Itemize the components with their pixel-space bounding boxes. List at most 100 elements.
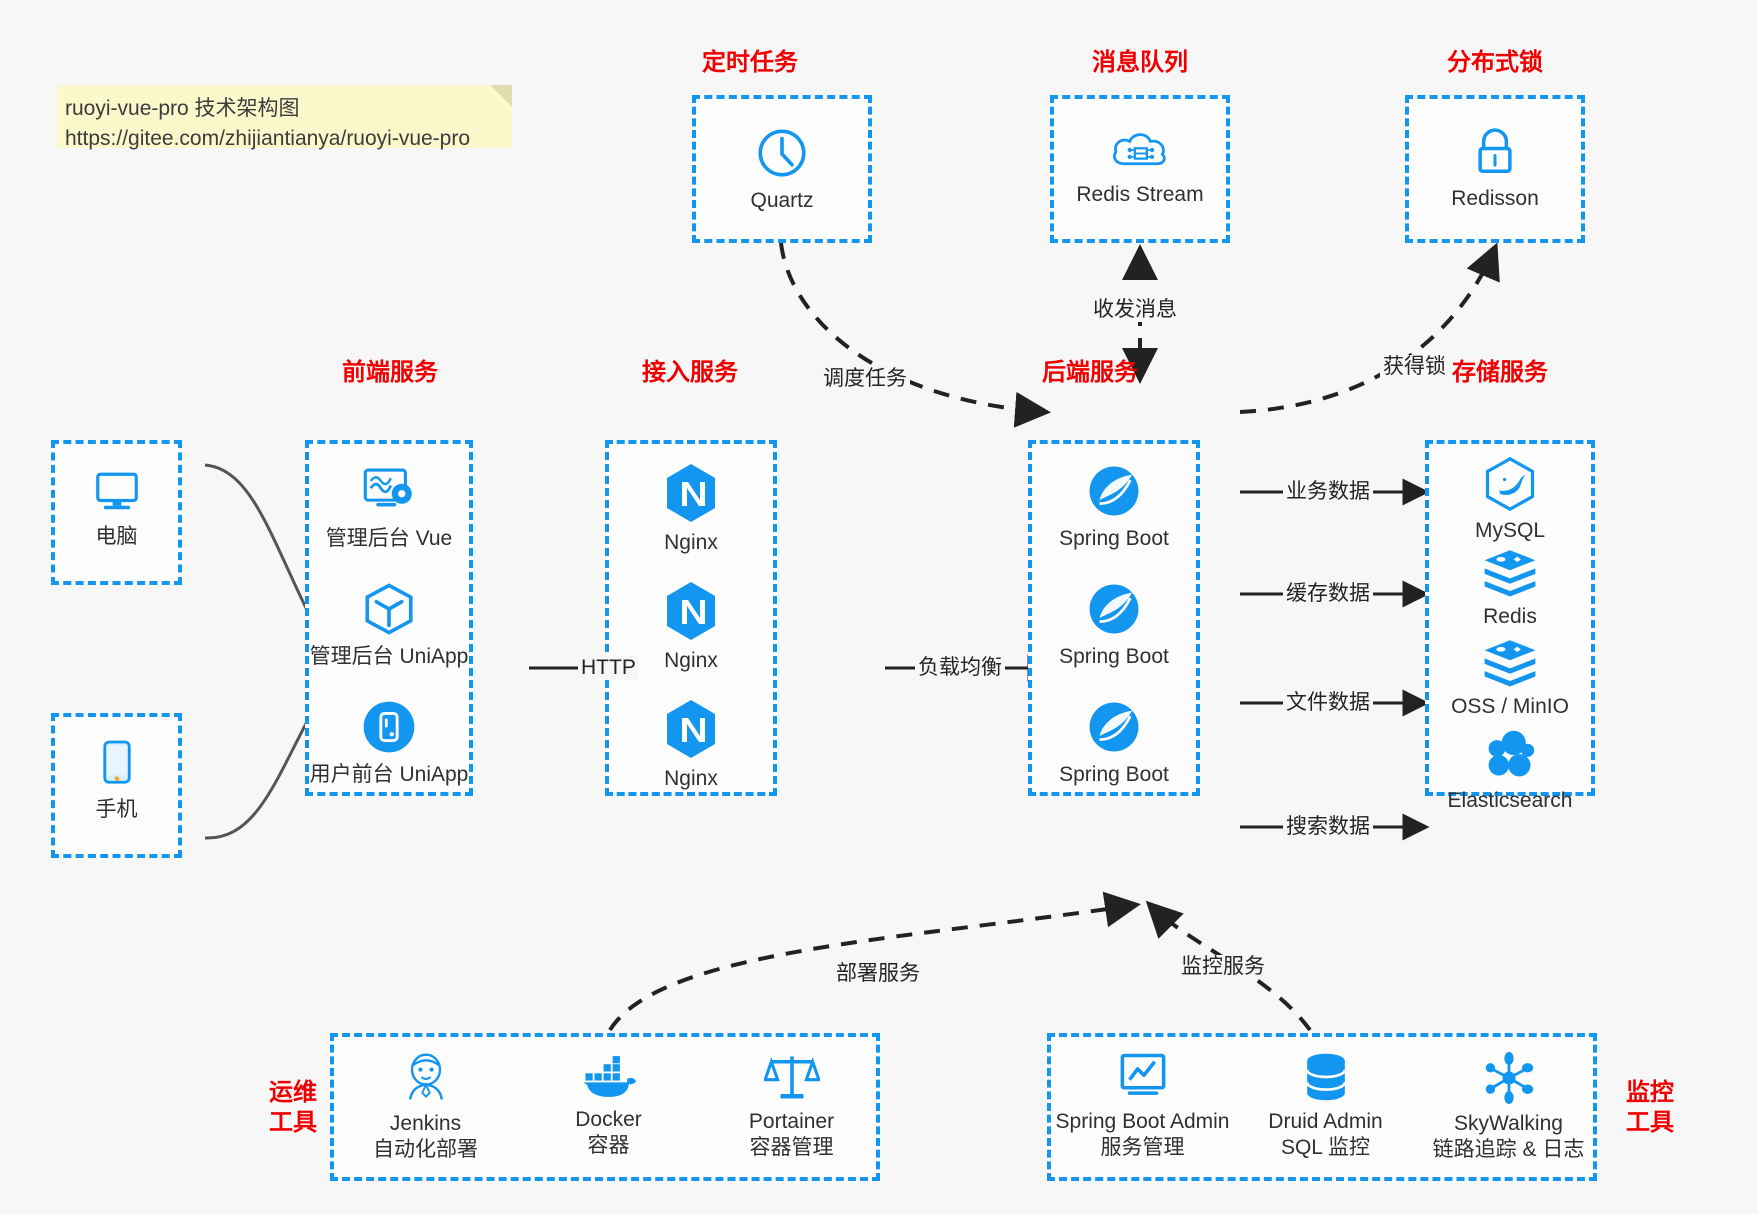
caption-scheduler: 定时任务 (702, 49, 798, 76)
node-nginx-3-label: Nginx (664, 767, 718, 790)
nginx-icon (667, 582, 715, 640)
mysql-dolphin-icon (1485, 456, 1535, 512)
node-druid-admin-sub: SQL 监控 (1280, 1136, 1371, 1159)
desktop-icon (95, 472, 138, 510)
node-jenkins-sub: 自动化部署 (373, 1138, 478, 1161)
group-mq: Redis Stream (1050, 95, 1230, 243)
node-portainer-label: Portainer (748, 1110, 835, 1133)
caption-mq: 消息队列 (1092, 49, 1188, 76)
note-line-2: https://gitee.com/zhijiantianya/ruoyi-vu… (65, 127, 471, 150)
lock-icon (1478, 128, 1512, 173)
node-user-uniapp[interactable]: 用户前台 UniApp (309, 698, 469, 788)
group-client-mobile: 手机 (51, 713, 182, 858)
nginx-icon (667, 464, 715, 522)
node-quartz[interactable]: Quartz (696, 124, 868, 214)
mobile-round-icon (363, 701, 415, 753)
elasticsearch-icon (1488, 730, 1535, 777)
node-jenkins[interactable]: Jenkins 自动化部署 (334, 1051, 517, 1163)
node-redis-stream-label: Redis Stream (1076, 183, 1204, 206)
node-redis[interactable]: Redis (1429, 546, 1591, 630)
edge-label-deploy-service: 部署服务 (833, 962, 923, 986)
node-springboot-1-label: Spring Boot (1059, 527, 1169, 550)
caption-monitor-line1: 监控 (1626, 1079, 1674, 1106)
edge-label-acquire-lock: 获得锁 (1380, 355, 1449, 379)
edge-label-cache-data: 缓存数据 (1283, 582, 1373, 606)
spring-leaf-icon (1089, 584, 1139, 634)
node-admin-vue-label: 管理后台 Vue (325, 527, 453, 550)
node-redis-stream[interactable]: Redis Stream (1054, 124, 1226, 208)
edge-label-monitor-service: 监控服务 (1178, 955, 1268, 979)
node-springboot-2-label: Spring Boot (1059, 645, 1169, 668)
node-nginx-1-label: Nginx (664, 531, 718, 554)
spring-leaf-icon (1089, 466, 1139, 516)
clock-icon (758, 129, 806, 177)
group-scheduler: Quartz (692, 95, 872, 243)
node-redisson-label: Redisson (1451, 187, 1539, 210)
node-redis-label: Redis (1483, 605, 1537, 628)
edge-label-business-data: 业务数据 (1283, 480, 1373, 504)
node-mysql-label: MySQL (1474, 519, 1545, 542)
node-spring-boot-admin-label: Spring Boot Admin (1055, 1110, 1230, 1133)
node-admin-uniapp[interactable]: 管理后台 UniApp (309, 580, 469, 670)
node-nginx-3[interactable]: Nginx (609, 698, 773, 792)
skywalking-icon (1485, 1051, 1533, 1105)
node-skywalking-label: SkyWalking (1454, 1112, 1563, 1135)
caption-backend: 后端服务 (1042, 359, 1138, 386)
node-docker-label: Docker (575, 1108, 642, 1131)
node-desktop-label: 电脑 (95, 525, 138, 548)
edge-label-file-data: 文件数据 (1283, 691, 1373, 715)
node-nginx-1[interactable]: Nginx (609, 462, 773, 556)
node-skywalking[interactable]: SkyWalking 链路追踪 & 日志 (1417, 1051, 1600, 1163)
monitor-chart-icon (1120, 1053, 1165, 1095)
node-mobile[interactable]: 手机 (55, 735, 178, 823)
edge-label-messaging: 收发消息 (1090, 298, 1180, 322)
node-admin-uniapp-label: 管理后台 UniApp (309, 645, 469, 668)
node-oss-minio[interactable]: OSS / MinIO (1429, 636, 1591, 720)
cloud-stream-icon (1113, 133, 1166, 166)
edge-label-http: HTTP (578, 656, 639, 680)
group-devops: Jenkins 自动化部署 Docker 容器 (330, 1033, 880, 1181)
note-dogear-icon (490, 85, 512, 107)
dashboard-gear-icon (363, 468, 412, 507)
caption-gateway: 接入服务 (642, 359, 738, 386)
node-springboot-3[interactable]: Spring Boot (1032, 698, 1196, 788)
node-elasticsearch-label: Elasticsearch (1447, 789, 1573, 812)
docker-whale-icon (583, 1056, 636, 1097)
node-portainer-sub: 容器管理 (749, 1136, 834, 1159)
spring-leaf-icon (1089, 702, 1139, 752)
database-icon (1305, 1053, 1346, 1101)
caption-frontend: 前端服务 (342, 359, 438, 386)
node-druid-admin[interactable]: Druid Admin SQL 监控 (1234, 1051, 1417, 1161)
node-admin-vue[interactable]: 管理后台 Vue (309, 462, 469, 552)
caption-devops-line1: 运维 (269, 1079, 317, 1106)
node-redisson[interactable]: Redisson (1409, 124, 1581, 212)
node-spring-boot-admin[interactable]: Spring Boot Admin 服务管理 (1051, 1051, 1234, 1161)
node-portainer[interactable]: Portainer 容器管理 (700, 1051, 883, 1161)
node-springboot-1[interactable]: Spring Boot (1032, 462, 1196, 552)
node-druid-admin-label: Druid Admin (1268, 1110, 1383, 1133)
caption-lock: 分布式锁 (1447, 49, 1543, 76)
caption-devops-line2: 工具 (269, 1109, 317, 1136)
caption-monitor: 监控 工具 (1615, 1078, 1685, 1138)
jenkins-butler-icon (408, 1053, 443, 1100)
redis-stack-icon (1484, 550, 1536, 597)
node-oss-minio-label: OSS / MinIO (1451, 695, 1569, 718)
title-note: ruoyi-vue-pro 技术架构图 https://gitee.com/zh… (57, 85, 512, 150)
node-mysql[interactable]: MySQL (1429, 456, 1591, 544)
caption-monitor-line2: 工具 (1626, 1109, 1674, 1136)
group-gateway: Nginx Nginx Nginx (605, 440, 777, 796)
group-lock: Redisson (1405, 95, 1585, 243)
mobile-icon (102, 740, 131, 784)
node-springboot-3-label: Spring Boot (1059, 763, 1169, 786)
group-storage: MySQL Redis OSS / MinIO (1425, 440, 1595, 812)
redis-stack-icon (1484, 640, 1536, 687)
group-frontend: 管理后台 Vue 管理后台 UniApp 用户前台 UniApp (305, 440, 473, 796)
node-jenkins-label: Jenkins (389, 1112, 462, 1135)
node-elasticsearch[interactable]: Elasticsearch (1429, 728, 1591, 814)
group-monitor: Spring Boot Admin 服务管理 Druid Admin SQL 监… (1047, 1033, 1597, 1181)
node-springboot-2[interactable]: Spring Boot (1032, 580, 1196, 670)
note-line-1: ruoyi-vue-pro 技术架构图 (65, 97, 300, 120)
node-desktop[interactable]: 电脑 (55, 462, 178, 550)
node-docker[interactable]: Docker 容器 (517, 1051, 700, 1159)
